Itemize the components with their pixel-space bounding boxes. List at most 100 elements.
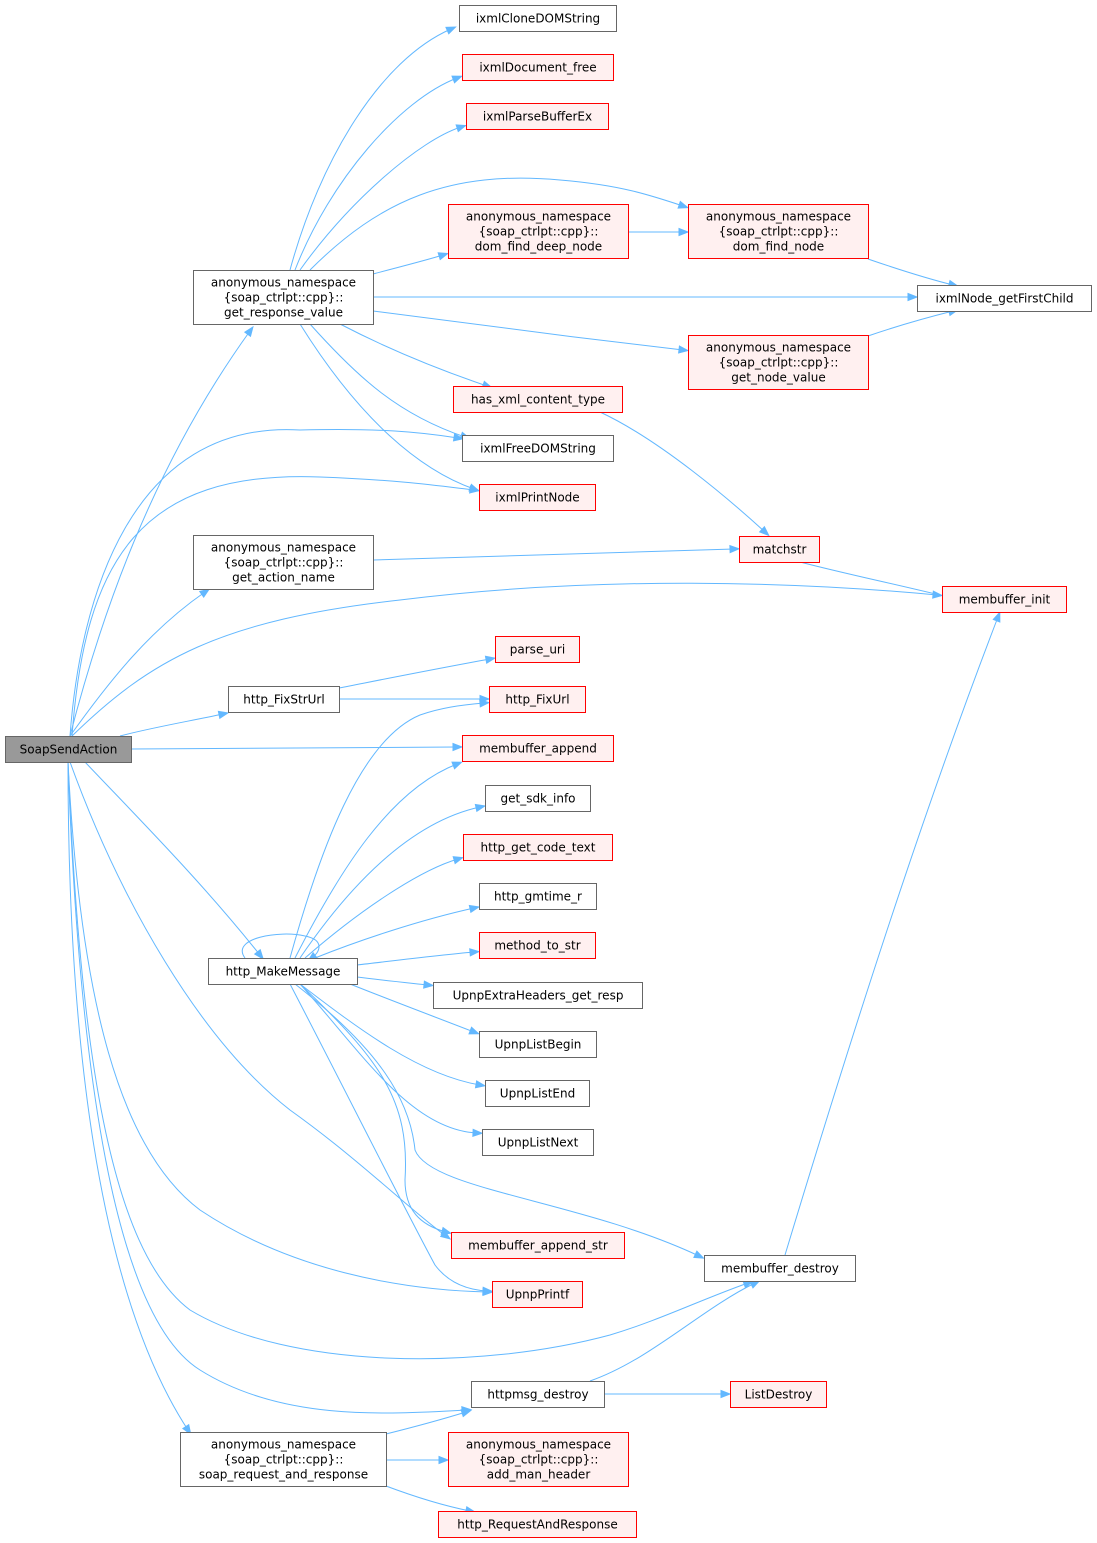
node-gnv[interactable]: anonymous_namespace{soap_ctrlpt::cpp}::g… (688, 335, 869, 390)
node-label: UpnpListEnd (500, 1087, 575, 1101)
node-hdestroy[interactable]: httpmsg_destroy (471, 1381, 605, 1408)
node-box[interactable] (688, 204, 869, 259)
edge-grv-to-clone (289, 26, 457, 271)
node-box[interactable] (193, 535, 374, 590)
node-fixstr[interactable]: http_FixStrUrl (228, 686, 340, 713)
node-first[interactable]: ixmlNode_getFirstChild (917, 285, 1092, 312)
node-label: {soap_ctrlpt::cpp}:: (719, 225, 839, 239)
node-box[interactable] (193, 270, 374, 325)
node-box[interactable] (462, 735, 614, 762)
node-box[interactable] (479, 484, 596, 511)
node-box[interactable] (228, 686, 340, 713)
node-box[interactable] (479, 932, 596, 959)
node-box[interactable] (688, 335, 869, 390)
node-label: ixmlParseBufferEx (483, 110, 592, 124)
node-box[interactable] (485, 1080, 590, 1107)
node-hasxml[interactable]: has_xml_content_type (453, 386, 623, 413)
arrowhead (469, 948, 481, 957)
edge-grv-to-fdeep (372, 252, 450, 275)
node-box[interactable] (433, 982, 643, 1009)
node-box[interactable] (917, 285, 1092, 312)
node-box[interactable] (448, 204, 629, 259)
edge-make-to-mappend (294, 761, 463, 959)
node-box[interactable] (180, 1432, 387, 1487)
edge-fdeep-to-fnode (628, 227, 690, 237)
node-code[interactable]: http_get_code_text (463, 834, 613, 861)
node-box[interactable] (451, 1232, 625, 1259)
node-box[interactable] (730, 1381, 827, 1408)
node-label: anonymous_namespace (211, 276, 356, 290)
node-freedom[interactable]: ixmlFreeDOMString (462, 435, 614, 462)
node-label: {soap_ctrlpt::cpp}:: (719, 356, 839, 370)
edge-make-to-lbegin (349, 983, 480, 1035)
edge-make-to-printf (289, 983, 494, 1295)
edge-soap-to-make (84, 761, 264, 960)
node-label: add_man_header (487, 1468, 591, 1482)
node-grv[interactable]: anonymous_namespace{soap_ctrlpt::cpp}::g… (193, 270, 374, 325)
node-mastr[interactable]: membuffer_append_str (451, 1232, 625, 1259)
edge-grv-to-fnode (309, 177, 690, 271)
edge-grv-to-freedom (309, 323, 472, 440)
edge-fixstr-to-fixurl (339, 694, 491, 704)
arrowhead (451, 761, 463, 770)
node-make[interactable]: http_MakeMessage (208, 958, 358, 985)
node-box[interactable] (462, 54, 614, 81)
node-fixurl[interactable]: http_FixUrl (489, 686, 586, 713)
node-fdeep[interactable]: anonymous_namespace{soap_ctrlpt::cpp}::d… (448, 204, 629, 259)
node-box[interactable] (495, 636, 580, 663)
node-box[interactable] (453, 386, 623, 413)
node-ldestroy[interactable]: ListDestroy (730, 1381, 827, 1408)
node-mappend[interactable]: membuffer_append (462, 735, 614, 762)
node-box[interactable] (739, 536, 820, 563)
node-box[interactable] (482, 1129, 594, 1156)
node-box[interactable] (492, 1281, 583, 1308)
node-lnext[interactable]: UpnpListNext (482, 1129, 594, 1156)
node-label: get_response_value (224, 306, 343, 320)
node-soap[interactable]: SoapSendAction (5, 736, 132, 763)
arrowhead (440, 1226, 453, 1235)
node-parse[interactable]: ixmlParseBufferEx (466, 103, 609, 130)
node-gan[interactable]: anonymous_namespace{soap_ctrlpt::cpp}::g… (193, 535, 374, 590)
node-match[interactable]: matchstr (739, 536, 820, 563)
node-box[interactable] (438, 1511, 637, 1538)
edge-srr-to-hrr (385, 1485, 477, 1515)
node-addman[interactable]: anonymous_namespace{soap_ctrlpt::cpp}::a… (448, 1432, 629, 1487)
node-mdestroy[interactable]: membuffer_destroy (704, 1255, 856, 1282)
node-m2s[interactable]: method_to_str (479, 932, 596, 959)
node-box[interactable] (942, 586, 1067, 613)
node-srr[interactable]: anonymous_namespace{soap_ctrlpt::cpp}::s… (180, 1432, 387, 1487)
node-box[interactable] (462, 435, 614, 462)
node-label: http_RequestAndResponse (457, 1518, 617, 1532)
node-minit[interactable]: membuffer_init (942, 586, 1067, 613)
edges-layer (67, 26, 1001, 1515)
node-print[interactable]: ixmlPrintNode (479, 484, 596, 511)
node-sdk[interactable]: get_sdk_info (485, 785, 591, 812)
node-box[interactable] (704, 1255, 856, 1282)
node-box[interactable] (471, 1381, 605, 1408)
node-lbegin[interactable]: UpnpListBegin (479, 1031, 597, 1058)
node-box[interactable] (466, 103, 609, 130)
arrowhead (423, 980, 435, 989)
node-docfree[interactable]: ixmlDocument_free (462, 54, 614, 81)
node-puri[interactable]: parse_uri (495, 636, 580, 663)
node-printf[interactable]: UpnpPrintf (492, 1281, 583, 1308)
node-lend[interactable]: UpnpListEnd (485, 1080, 590, 1107)
node-box[interactable] (208, 958, 358, 985)
node-box[interactable] (459, 5, 617, 32)
node-box[interactable] (479, 1031, 597, 1058)
node-hrr[interactable]: http_RequestAndResponse (438, 1511, 637, 1538)
node-extra[interactable]: UpnpExtraHeaders_get_resp (433, 982, 643, 1009)
node-fnode[interactable]: anonymous_namespace{soap_ctrlpt::cpp}::d… (688, 204, 869, 259)
node-clone[interactable]: ixmlCloneDOMString (459, 5, 617, 32)
node-box[interactable] (489, 686, 586, 713)
node-box[interactable] (463, 834, 613, 861)
node-box[interactable] (448, 1432, 629, 1487)
node-box[interactable] (479, 883, 597, 910)
node-box[interactable] (5, 736, 132, 763)
node-gmt[interactable]: http_gmtime_r (479, 883, 597, 910)
edge-hasxml-to-match (599, 411, 770, 537)
node-box[interactable] (485, 785, 591, 812)
node-label: http_gmtime_r (494, 890, 582, 904)
edge-soap-to-fixstr (119, 710, 230, 737)
